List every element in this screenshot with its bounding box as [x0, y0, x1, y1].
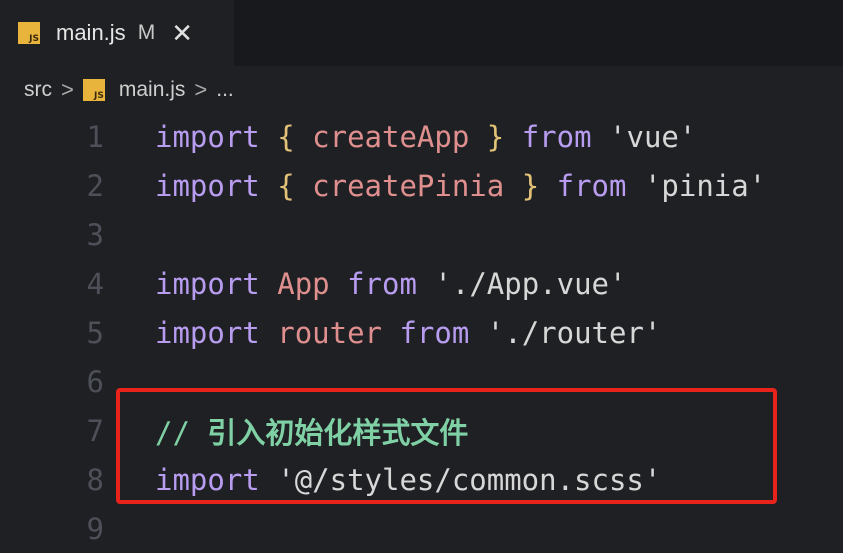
tab-main-js[interactable]: JS main.js M ✕ [0, 0, 234, 66]
comment-marker: // [155, 415, 190, 450]
close-icon[interactable]: ✕ [171, 18, 193, 48]
keyword: from [556, 168, 627, 203]
tab-bar: JS main.js M ✕ [0, 0, 843, 66]
string-literal: './App.vue' [434, 266, 627, 301]
brace: } [486, 119, 505, 154]
chevron-right-icon: > [194, 77, 208, 102]
code-editor[interactable]: 1 import { createApp } from 'vue' 2 impo… [0, 112, 843, 553]
line-number: 7 [86, 413, 104, 448]
line-number: 1 [86, 119, 104, 154]
string-literal: './router' [486, 315, 662, 350]
line-number: 8 [86, 462, 104, 497]
code-line[interactable]: 8 import '@/styles/common.scss' [0, 455, 843, 504]
keyword: import [155, 119, 260, 154]
line-number: 2 [86, 168, 104, 203]
code-text: import router from './router' [155, 316, 661, 350]
identifier: App [277, 266, 330, 301]
code-line[interactable]: 3 [0, 210, 843, 259]
code-line[interactable]: 4 import App from './App.vue' [0, 259, 843, 308]
identifier: router [277, 315, 382, 350]
code-line[interactable]: 5 import router from './router' [0, 308, 843, 357]
keyword: import [155, 168, 260, 203]
keyword: import [155, 462, 260, 497]
modified-indicator: M [137, 21, 156, 44]
line-number: 3 [86, 217, 104, 252]
brace: { [277, 168, 295, 203]
comment-text: 引入初始化样式文件 [207, 415, 469, 450]
chevron-right-icon: > [61, 77, 74, 102]
keyword: from [347, 266, 417, 301]
breadcrumb-file[interactable]: main.js [118, 78, 186, 101]
code-line[interactable]: 2 import { createPinia } from 'pinia' [0, 161, 843, 210]
tab-label: main.js [56, 20, 126, 45]
breadcrumb-more[interactable]: ... [216, 78, 234, 101]
brace: } [521, 168, 540, 203]
identifier: createPinia [312, 168, 505, 203]
javascript-file-icon: JS [18, 22, 40, 44]
string-literal: '@/styles/common.scss' [277, 462, 662, 497]
breadcrumb-folder[interactable]: src [24, 78, 52, 101]
keyword: import [155, 315, 260, 350]
highlight-annotation-box [116, 388, 777, 504]
line-number: 9 [86, 511, 104, 546]
code-line[interactable]: 7 // 引入初始化样式文件 [0, 406, 843, 455]
keyword: from [521, 119, 592, 154]
code-text: import { createPinia } from 'pinia' [155, 169, 766, 203]
line-number: 5 [86, 315, 104, 350]
string-literal: 'vue' [609, 119, 697, 154]
line-number: 6 [86, 364, 104, 399]
keyword: import [155, 266, 260, 301]
breadcrumb: src > JS main.js > ... [24, 72, 234, 108]
code-line[interactable]: 1 import { createApp } from 'vue' [0, 112, 843, 161]
javascript-file-icon: JS [82, 79, 105, 101]
code-text: import { createApp } from 'vue' [155, 120, 696, 154]
line-number: 4 [86, 266, 104, 301]
identifier: createApp [312, 119, 470, 154]
code-text: import '@/styles/common.scss' [155, 463, 661, 497]
string-literal: 'pinia' [643, 168, 767, 203]
code-text: // 引入初始化样式文件 [155, 410, 468, 452]
code-line[interactable]: 6 [0, 357, 843, 406]
keyword: from [399, 315, 470, 350]
code-line[interactable]: 9 [0, 504, 843, 553]
code-text: import App from './App.vue' [155, 267, 626, 301]
brace: { [277, 119, 295, 154]
